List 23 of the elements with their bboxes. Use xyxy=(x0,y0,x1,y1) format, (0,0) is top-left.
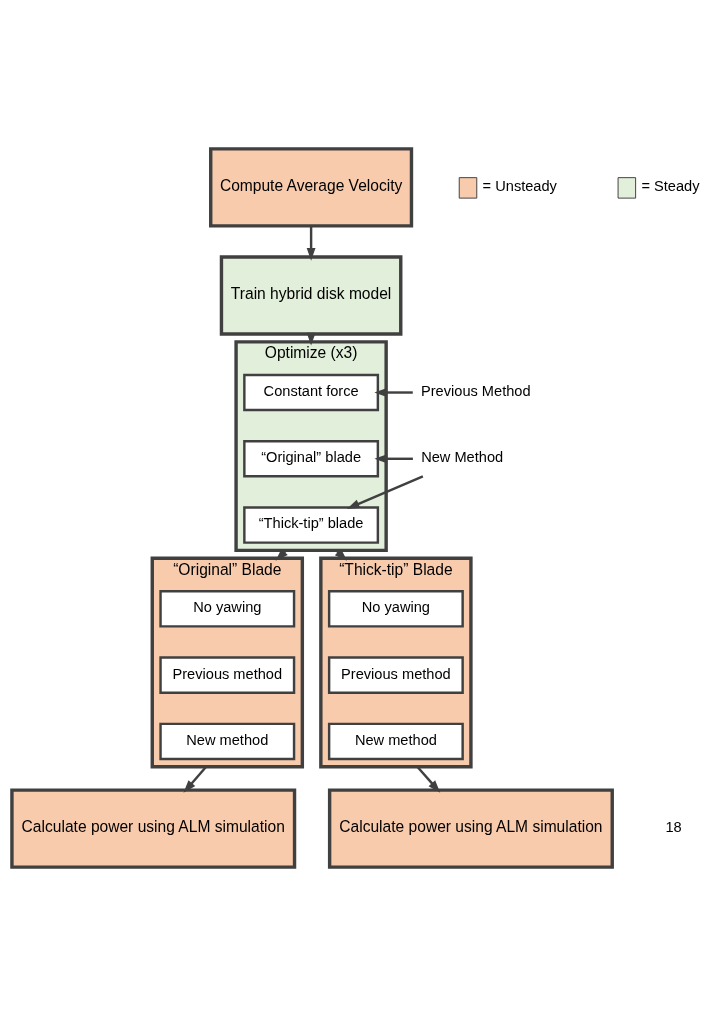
legend-label: = Unsteady xyxy=(482,178,557,195)
node-box: Previous method xyxy=(327,656,464,694)
label: 18 xyxy=(665,819,682,836)
legend-label: = Steady xyxy=(641,178,700,195)
node-box: Previous method xyxy=(159,656,296,694)
node-box: “Thick-tip” blade xyxy=(243,506,380,544)
arrow xyxy=(346,475,424,509)
node-text: New Method xyxy=(421,449,504,466)
arrow xyxy=(416,765,441,793)
node-box: No yawing xyxy=(327,590,464,628)
node-box: Calculate power using ALM simulation xyxy=(10,788,297,869)
node-box: Constant force xyxy=(243,373,380,412)
node-box: No yawing xyxy=(159,590,296,628)
arrow xyxy=(374,454,413,464)
node-box: New method xyxy=(327,722,464,761)
arrow xyxy=(183,765,208,793)
node-box: New method xyxy=(159,722,296,761)
arrow xyxy=(374,388,413,397)
node-text: Previous Method xyxy=(420,382,531,399)
node-box: Calculate power using ALM simulation xyxy=(327,788,614,869)
node-box: Compute Average Velocity xyxy=(209,147,414,228)
arrow xyxy=(306,226,316,261)
node-box: “Original” blade xyxy=(243,440,380,478)
